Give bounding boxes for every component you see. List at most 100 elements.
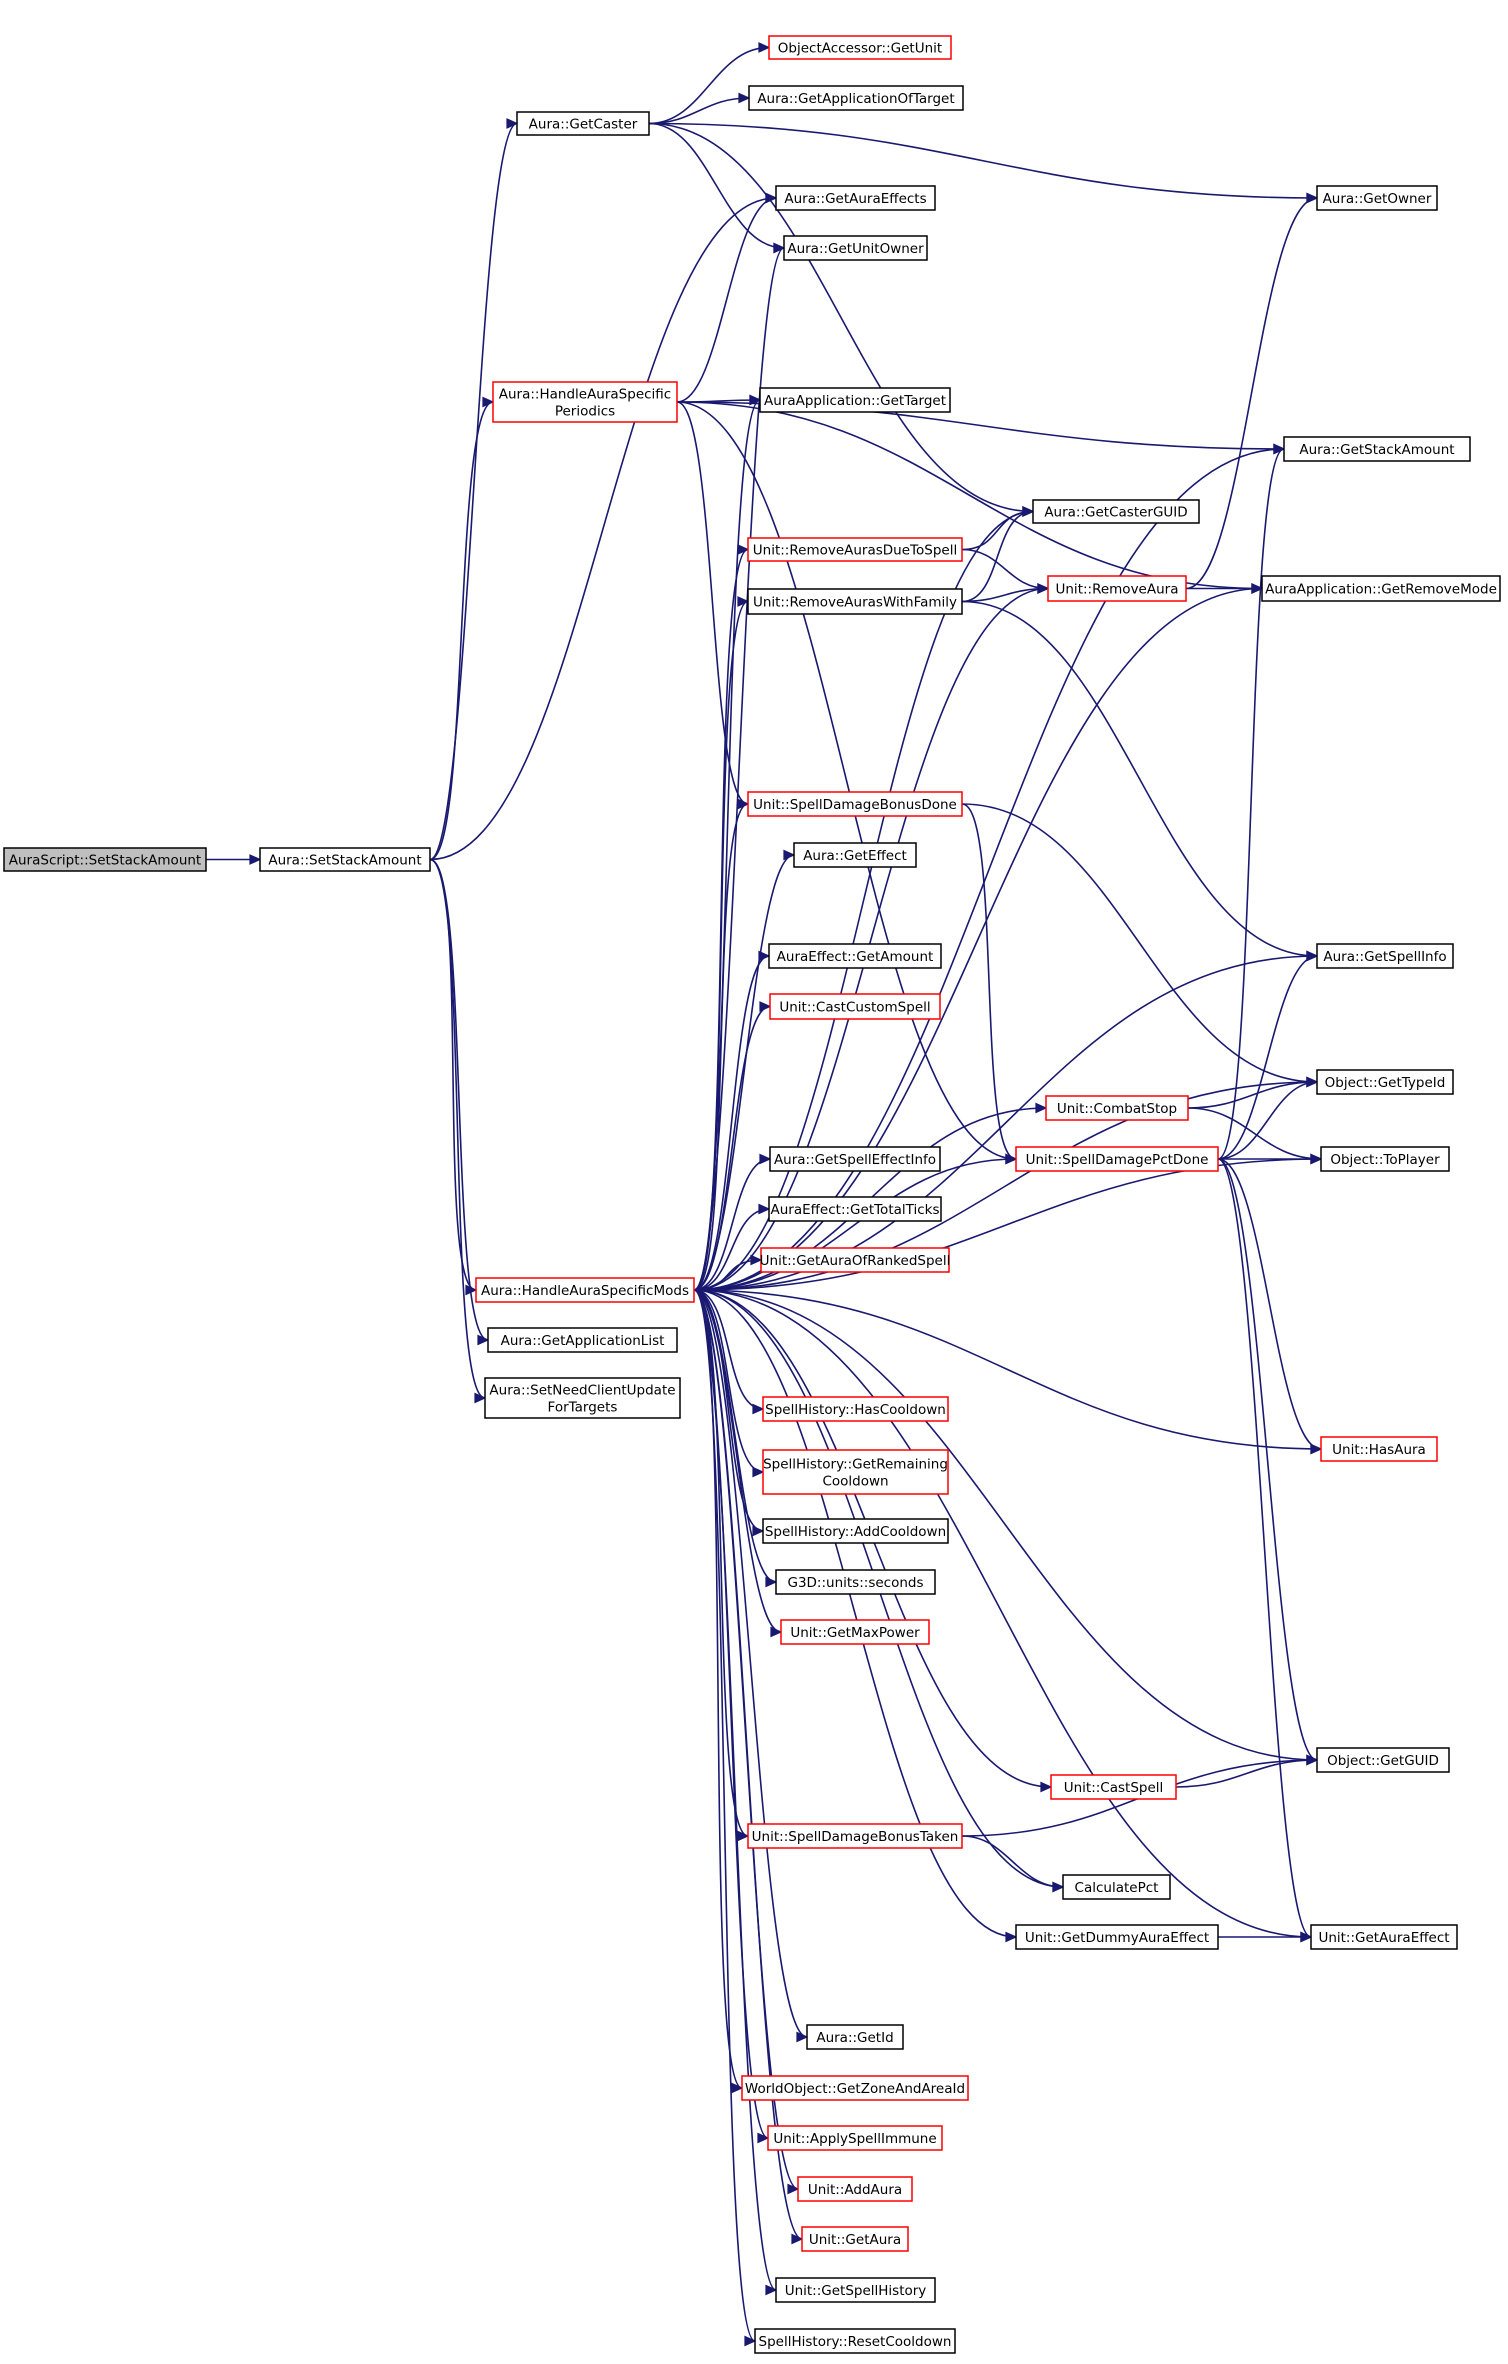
node-box bbox=[1015, 1924, 1219, 1950]
node-label: Aura::GetApplicationList bbox=[501, 1333, 665, 1349]
node-label: Aura::GetAuraEffects bbox=[784, 191, 926, 207]
node-box bbox=[783, 235, 928, 261]
node-box bbox=[762, 1449, 949, 1495]
arrowhead bbox=[758, 42, 771, 53]
node-label: CalculatePct bbox=[1075, 1880, 1159, 1896]
node-getunitowner[interactable]: Aura::GetUnitOwner bbox=[783, 235, 928, 261]
node-hasaura[interactable]: Unit::HasAura bbox=[1320, 1436, 1438, 1462]
node-castcustom[interactable]: Unit::CastCustomSpell bbox=[769, 993, 941, 1020]
node-getauraeffects[interactable]: Aura::GetAuraEffects bbox=[775, 185, 936, 211]
node-getguid[interactable]: Object::GetGUID bbox=[1316, 1747, 1450, 1773]
arrowhead bbox=[796, 2031, 809, 2043]
node-box bbox=[780, 1619, 930, 1645]
edge-spelldmgpct-to-hasaura bbox=[1217, 1158, 1323, 1455]
node-label: ForTargets bbox=[548, 1400, 618, 1416]
arrowhead bbox=[1037, 583, 1050, 594]
node-box bbox=[793, 842, 917, 868]
node-getaura[interactable]: Unit::GetAura bbox=[801, 2226, 909, 2252]
node-getdummy[interactable]: Unit::GetDummyAuraEffect bbox=[1015, 1924, 1219, 1950]
node-box bbox=[775, 2277, 936, 2303]
node-appgettarget[interactable]: AuraApplication::GetTarget bbox=[759, 387, 951, 413]
node-addaura[interactable]: Unit::AddAura bbox=[797, 2176, 913, 2202]
node-label: Aura::GetSpellEffectInfo bbox=[774, 1152, 936, 1168]
arrowhead bbox=[1035, 1102, 1048, 1114]
arrowhead bbox=[482, 396, 495, 408]
node-objacc[interactable]: ObjectAccessor::GetUnit bbox=[768, 35, 952, 60]
node-resetcooldown[interactable]: SpellHistory::ResetCooldown bbox=[754, 2328, 956, 2354]
node-label: Unit::GetAura bbox=[809, 2232, 901, 2248]
node-removeduetospell[interactable]: Unit::RemoveAurasDueToSpell bbox=[747, 537, 963, 562]
node-box bbox=[3, 847, 207, 872]
arrowhead bbox=[765, 2284, 778, 2296]
node-getowner[interactable]: Aura::GetOwner bbox=[1316, 185, 1438, 211]
node-getstackamount[interactable]: Aura::GetStackAmount bbox=[1283, 436, 1471, 462]
node-label: G3D::units::seconds bbox=[787, 1575, 923, 1591]
arrowhead bbox=[765, 192, 778, 204]
node-getzone[interactable]: WorldObject::GetZoneAndAreaId bbox=[741, 2075, 969, 2101]
edge-setstack-to-handlemods bbox=[429, 858, 478, 1296]
node-getspellinfo[interactable]: Aura::GetSpellInfo bbox=[1316, 943, 1454, 969]
node-getauraofranked[interactable]: Unit::GetAuraOfRankedSpell bbox=[760, 1247, 951, 1273]
edge-getcaster-to-objacc bbox=[648, 42, 771, 125]
node-getapplist[interactable]: Aura::GetApplicationList bbox=[487, 1327, 678, 1353]
node-label: SpellHistory::ResetCooldown bbox=[759, 2334, 952, 2350]
node-label: Periodics bbox=[555, 404, 615, 420]
node-setstack[interactable]: Aura::SetStackAmount bbox=[259, 847, 431, 872]
node-removeaura[interactable]: Unit::RemoveAura bbox=[1047, 575, 1187, 602]
node-addcooldown[interactable]: SpellHistory::AddCooldown bbox=[762, 1518, 949, 1544]
arrowhead bbox=[1005, 1153, 1018, 1165]
node-getspelleffectinfo[interactable]: Aura::GetSpellEffectInfo bbox=[769, 1146, 941, 1172]
edge-setstack-to-getcaster bbox=[429, 118, 519, 861]
edge-removewithfamily-to-getcasterguid bbox=[961, 506, 1035, 603]
node-label: Unit::CastSpell bbox=[1064, 1780, 1164, 1796]
edge-spelldmgbonusdone-to-gettypeid bbox=[961, 803, 1319, 1088]
node-box bbox=[747, 1823, 963, 1849]
node-spelldmgpct[interactable]: Unit::SpellDamagePctDone bbox=[1015, 1146, 1219, 1172]
arrowhead bbox=[1251, 583, 1264, 594]
node-applyimmune[interactable]: Unit::ApplySpellImmune bbox=[767, 2125, 943, 2151]
edge-setstack-to-getapplist bbox=[429, 858, 490, 1346]
node-box bbox=[259, 847, 431, 872]
node-box bbox=[775, 185, 936, 211]
node-gettotalticks[interactable]: AuraEffect::GetTotalTicks bbox=[768, 1196, 942, 1222]
node-box bbox=[1050, 1774, 1177, 1800]
arrowhead bbox=[752, 1466, 765, 1478]
node-castspell[interactable]: Unit::CastSpell bbox=[1050, 1774, 1177, 1800]
node-handlemods[interactable]: Aura::HandleAuraSpecificMods bbox=[475, 1277, 695, 1303]
node-getamount[interactable]: AuraEffect::GetAmount bbox=[768, 943, 942, 969]
node-hascooldown[interactable]: SpellHistory::HasCooldown bbox=[762, 1396, 949, 1422]
node-getauraeffect[interactable]: Unit::GetAuraEffect bbox=[1310, 1924, 1458, 1950]
arrowhead bbox=[1310, 1153, 1323, 1165]
node-gettypeid[interactable]: Object::GetTypeId bbox=[1316, 1069, 1454, 1095]
edge-handlemods-to-castcustom bbox=[693, 1001, 772, 1291]
node-label: Object::GetGUID bbox=[1327, 1753, 1439, 1769]
node-combatstop[interactable]: Unit::CombatStop bbox=[1045, 1095, 1189, 1121]
node-calcpct[interactable]: CalculatePct bbox=[1062, 1874, 1171, 1900]
node-getmaxpower[interactable]: Unit::GetMaxPower bbox=[780, 1619, 930, 1645]
node-getid[interactable]: Aura::GetId bbox=[806, 2024, 904, 2050]
node-geteffect[interactable]: Aura::GetEffect bbox=[793, 842, 917, 868]
node-getcasterguid[interactable]: Aura::GetCasterGUID bbox=[1032, 499, 1200, 524]
arrowhead bbox=[787, 2183, 800, 2195]
node-box bbox=[768, 943, 942, 969]
node-removewithfamily[interactable]: Unit::RemoveAurasWithFamily bbox=[747, 588, 963, 615]
edge-removeaura-to-getowner bbox=[1185, 192, 1319, 590]
arrowhead bbox=[765, 1576, 778, 1588]
node-toplayer[interactable]: Object::ToPlayer bbox=[1320, 1146, 1450, 1172]
node-getremovemode[interactable]: AuraApplication::GetRemoveMode bbox=[1261, 575, 1501, 602]
node-label: AuraApplication::GetRemoveMode bbox=[1265, 582, 1497, 598]
node-getcaster[interactable]: Aura::GetCaster bbox=[516, 111, 650, 136]
node-spelldmgbonusdone[interactable]: Unit::SpellDamageBonusDone bbox=[747, 791, 963, 817]
node-root[interactable]: AuraScript::SetStackAmount bbox=[3, 847, 207, 872]
node-getspellhistory[interactable]: Unit::GetSpellHistory bbox=[775, 2277, 936, 2303]
edge-getcaster-to-getappoftarget bbox=[648, 92, 751, 125]
node-seconds[interactable]: G3D::units::seconds bbox=[775, 1569, 936, 1595]
node-spelldmgbonustaken[interactable]: Unit::SpellDamageBonusTaken bbox=[747, 1823, 963, 1849]
node-getappoftarget[interactable]: Aura::GetApplicationOfTarget bbox=[748, 85, 964, 111]
node-box bbox=[762, 1518, 949, 1544]
